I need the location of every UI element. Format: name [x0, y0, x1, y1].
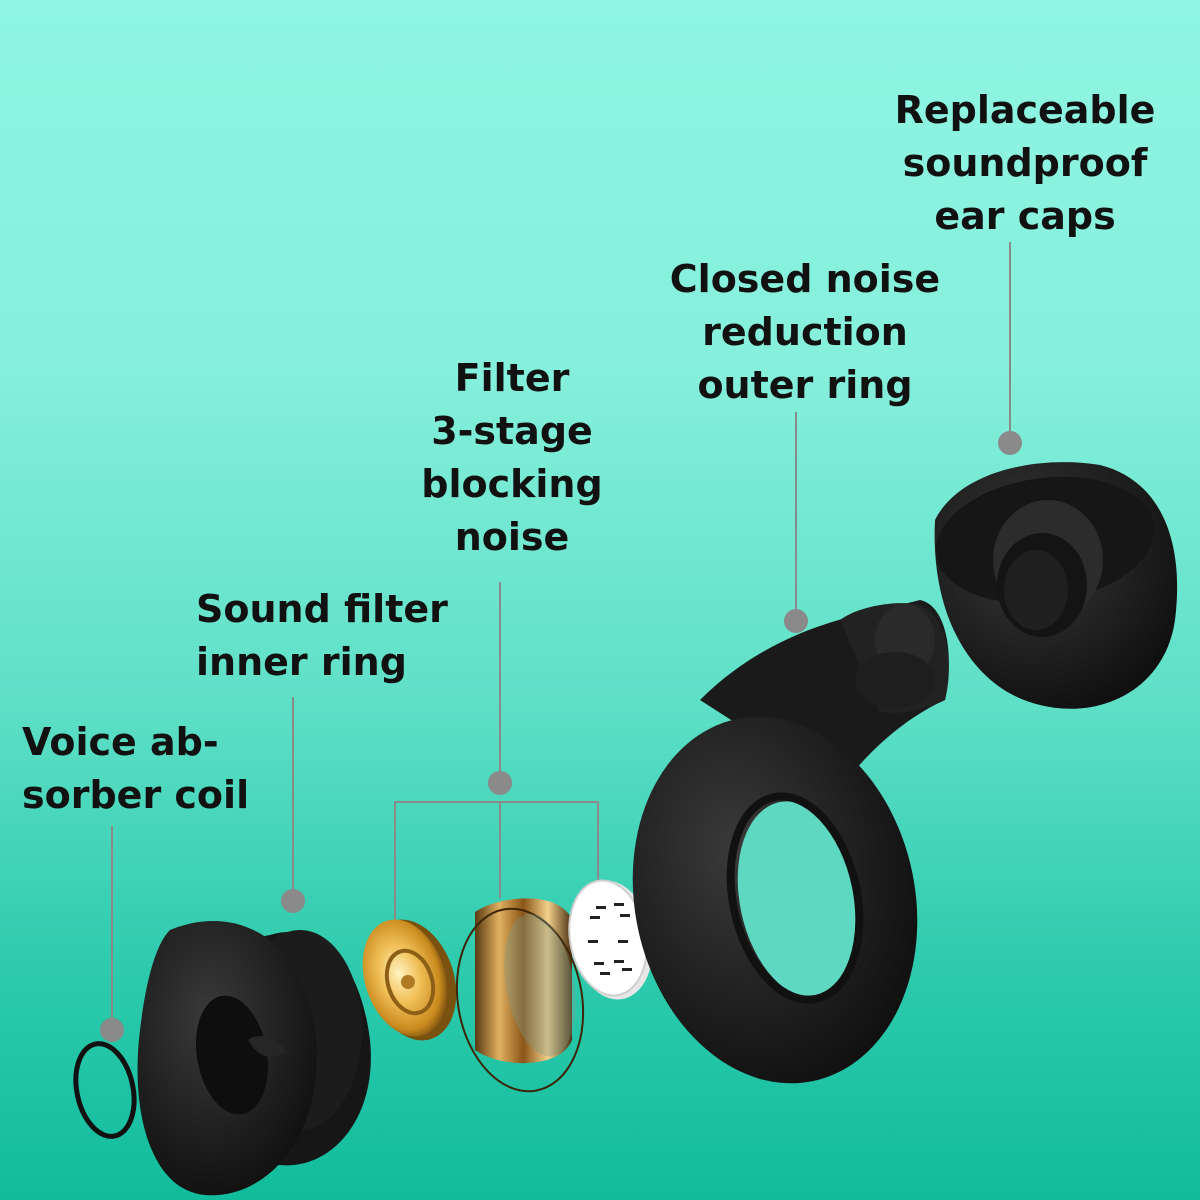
label-voice-absorber-coil: Voice ab- sorber coil — [22, 716, 249, 822]
label-line: Filter — [454, 356, 570, 400]
dot-voice-absorber — [100, 1018, 124, 1042]
gold-filter-disc — [362, 919, 457, 1041]
leader-dots — [100, 431, 1022, 1042]
closed-noise-reduction-outer-ring — [632, 600, 949, 1084]
dot-closed-outer-ring — [784, 609, 808, 633]
copper-filter-band — [455, 898, 585, 1093]
label-line: sorber coil — [22, 773, 250, 817]
voice-absorber-coil — [73, 1041, 137, 1139]
label-line: soundproof — [902, 141, 1148, 185]
label-line: Replaceable — [894, 88, 1156, 132]
white-filter-disc — [568, 879, 653, 1000]
label-line: noise — [454, 515, 570, 559]
leader-lines — [111, 242, 1011, 1020]
sound-filter-inner-ring — [137, 920, 371, 1196]
label-filter-3-stage: Filter 3-stage blocking noise — [412, 352, 612, 564]
dot-filter-stage — [488, 771, 512, 795]
dot-sound-filter-inner — [281, 889, 305, 913]
dot-ear-caps — [998, 431, 1022, 455]
leader-filter-bracket — [394, 801, 599, 930]
label-line: blocking — [421, 462, 603, 506]
label-line: ear caps — [934, 194, 1116, 238]
label-line: Voice ab- — [22, 720, 219, 764]
label-replaceable-ear-caps: Replaceable soundproof ear caps — [885, 84, 1165, 243]
label-sound-filter-inner-ring: Sound filter inner ring — [196, 583, 448, 689]
label-closed-noise-reduction-outer-ring: Closed noise reduction outer ring — [640, 253, 970, 412]
replaceable-ear-cap — [934, 462, 1178, 709]
label-line: reduction — [702, 310, 908, 354]
label-line: Sound filter — [196, 587, 448, 631]
label-line: Closed noise — [669, 257, 941, 301]
label-line: outer ring — [697, 363, 913, 407]
label-line: inner ring — [196, 640, 407, 684]
label-line: 3-stage — [431, 409, 593, 453]
